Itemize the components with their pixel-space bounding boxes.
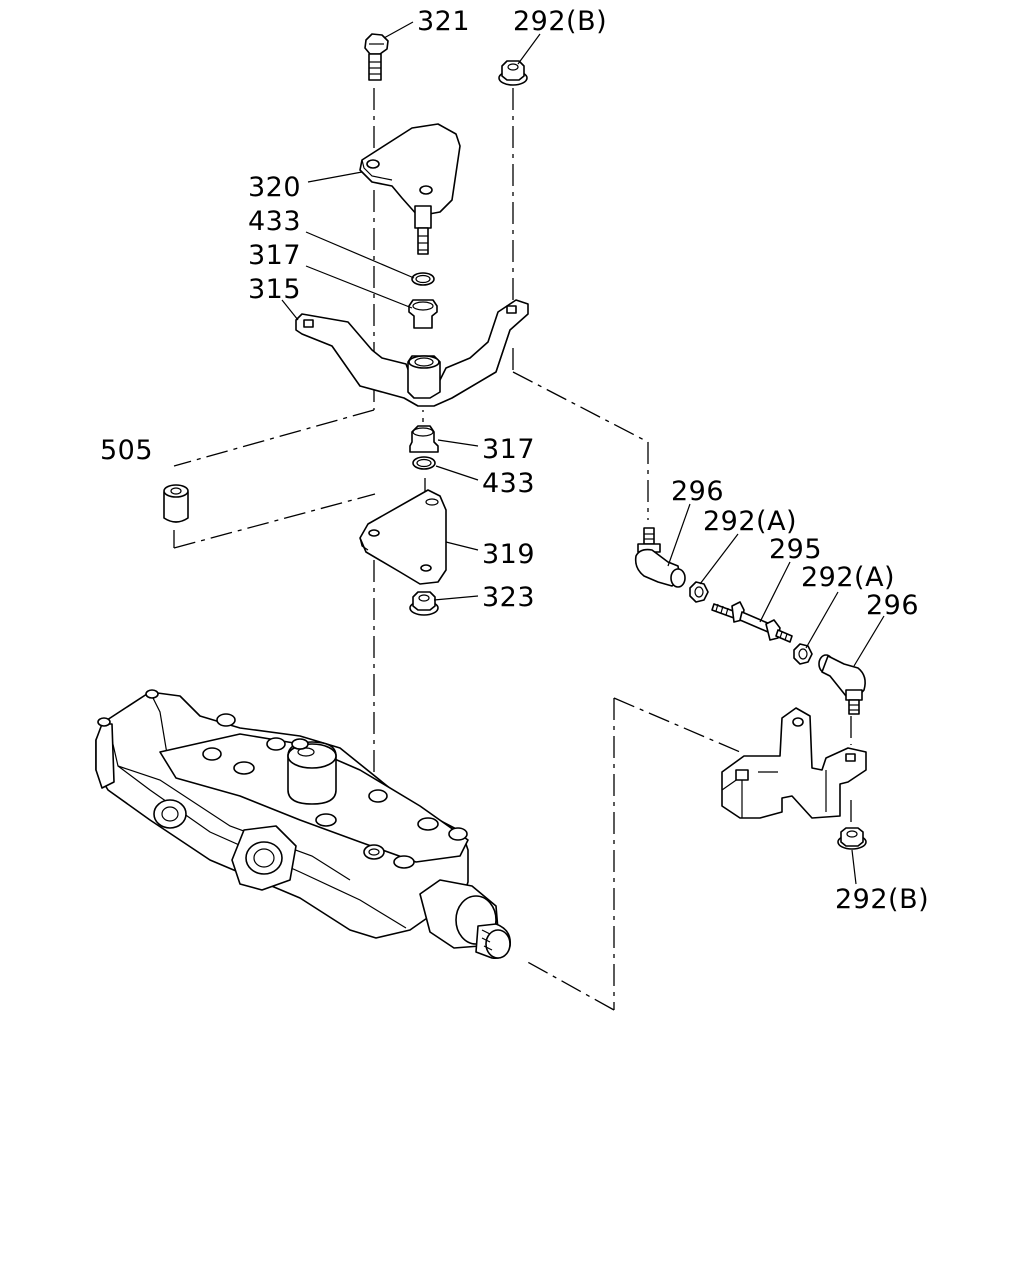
label-292b-top: 292(B) — [513, 6, 607, 37]
label-321: 321 — [417, 6, 470, 37]
bracket-320 — [359, 123, 461, 255]
label-292a-left: 292(A) — [703, 506, 797, 537]
nut-292a-right — [793, 643, 813, 665]
label-505: 505 — [100, 435, 153, 466]
label-296-right: 296 — [866, 590, 919, 621]
label-319: 319 — [482, 539, 535, 570]
plate-319 — [359, 489, 447, 585]
flange-nut-292b-bottom — [837, 827, 867, 850]
label-296-left: 296 — [671, 476, 724, 507]
label-317-top: 317 — [248, 240, 301, 271]
mounting-bracket — [721, 707, 867, 819]
bushing-317-top — [408, 299, 438, 329]
label-323: 323 — [482, 582, 535, 613]
rod-295 — [711, 601, 793, 643]
label-433-top: 433 — [248, 206, 301, 237]
o-ring-433-bottom — [412, 456, 436, 470]
leader-lines — [281, 21, 885, 885]
bushing-317-bottom — [409, 425, 439, 453]
nut-292a-left — [689, 581, 709, 603]
label-292a-right: 292(A) — [801, 562, 895, 593]
ball-joint-296-left — [634, 527, 686, 588]
callout-labels: 321 292(B) 320 433 317 315 505 317 433 3… — [100, 6, 929, 915]
spacer-505 — [163, 484, 189, 523]
label-292b-bottom: 292(B) — [835, 884, 929, 915]
flange-nut-292b-top — [498, 60, 528, 86]
label-317-bottom: 317 — [482, 434, 535, 465]
label-315: 315 — [248, 274, 301, 305]
label-320: 320 — [248, 172, 301, 203]
ball-joint-296-right — [818, 654, 866, 715]
flange-nut-323 — [409, 591, 439, 616]
label-295: 295 — [769, 534, 822, 565]
o-ring-433-top — [411, 272, 435, 286]
label-433-bottom: 433 — [482, 468, 535, 499]
bolt-321 — [364, 33, 389, 81]
arm-315 — [295, 299, 529, 407]
steering-gear-housing — [95, 689, 512, 960]
